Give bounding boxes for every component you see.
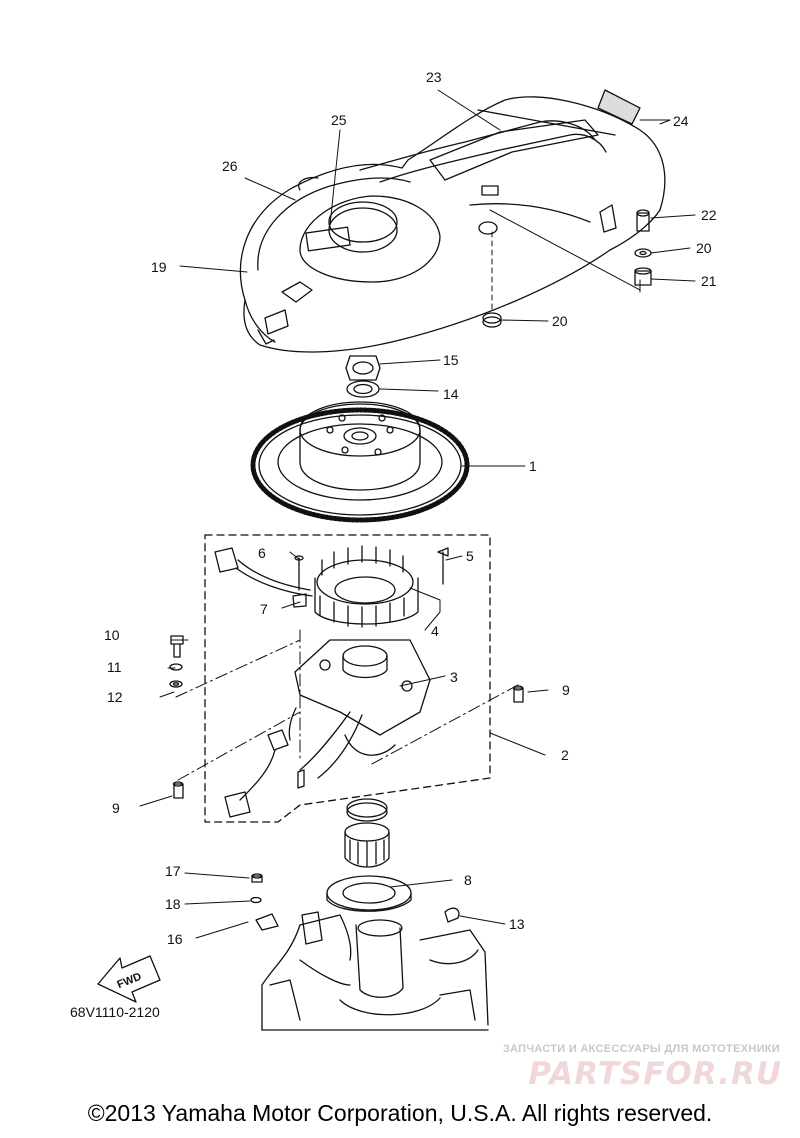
callout-9-right: 9 <box>562 682 570 698</box>
callout-24: 24 <box>673 113 689 129</box>
stator-coil <box>214 545 449 628</box>
callout-12: 12 <box>107 689 123 705</box>
flywheel-nut-washer <box>345 355 381 398</box>
flywheel <box>250 401 470 523</box>
crankcase-lower <box>250 798 489 1031</box>
callout-22: 22 <box>701 207 717 223</box>
callout-13: 13 <box>509 916 525 932</box>
callout-20-lower: 20 <box>552 313 568 329</box>
callout-16: 16 <box>167 931 183 947</box>
callout-23: 23 <box>426 69 442 85</box>
callout-9-left: 9 <box>112 800 120 816</box>
callout-26: 26 <box>222 158 238 174</box>
callout-1: 1 <box>529 458 537 474</box>
callout-14: 14 <box>443 386 459 402</box>
stator-assembly-box <box>204 534 491 823</box>
callout-2: 2 <box>561 747 569 763</box>
callout-5: 5 <box>466 548 474 564</box>
callout-19: 19 <box>151 259 167 275</box>
callout-17: 17 <box>165 863 181 879</box>
diagram-code: 68V1110-2120 <box>70 1004 160 1020</box>
callout-11: 11 <box>107 659 122 675</box>
callout-numbers: 1 2 3 4 5 6 7 8 9 9 10 11 12 13 14 15 16… <box>104 69 717 947</box>
callout-25: 25 <box>331 112 347 128</box>
callout-4: 4 <box>431 623 439 639</box>
callout-8: 8 <box>464 872 472 888</box>
copyright-notice: ©2013 Yamaha Motor Corporation, U.S.A. A… <box>87 1100 713 1126</box>
callout-7: 7 <box>260 601 268 617</box>
callout-21: 21 <box>701 273 717 289</box>
callout-20-upper: 20 <box>696 240 712 256</box>
callout-10: 10 <box>104 627 120 643</box>
fwd-arrow-icon: FWD <box>97 955 161 1003</box>
callout-15: 15 <box>443 352 459 368</box>
callout-6: 6 <box>258 545 266 561</box>
flywheel-cover <box>239 96 666 353</box>
stator-base-plate <box>224 639 431 818</box>
callout-3: 3 <box>450 669 458 685</box>
cover-hardware <box>482 89 652 328</box>
watermark-logo: PARTSFOR.RU <box>528 1056 782 1092</box>
watermark-tagline: ЗАПЧАСТИ И АКСЕССУАРЫ ДЛЯ МОТОТЕХНИКИ <box>502 1043 780 1055</box>
leader-lines <box>139 89 696 939</box>
callout-18: 18 <box>165 896 181 912</box>
